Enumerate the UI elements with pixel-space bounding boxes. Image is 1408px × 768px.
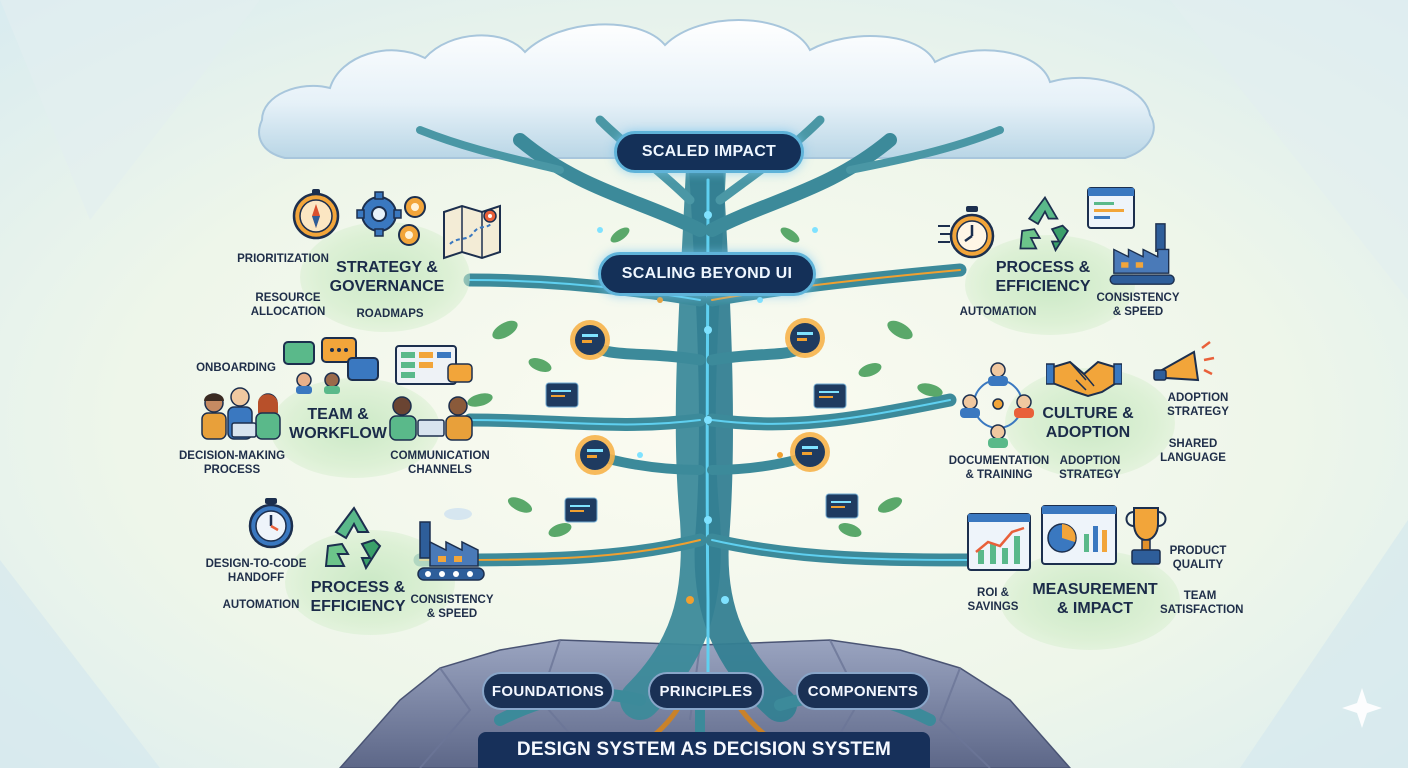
dashboard-icon <box>1041 505 1117 565</box>
label-roi-savings: ROI & SAVINGS <box>967 587 1019 613</box>
team-laptop-icon <box>201 387 281 440</box>
node-upper-left <box>570 320 610 360</box>
scaling-beyond-ui-pill: SCALING BEYOND UI <box>598 252 816 296</box>
chat-bubbles-icon <box>283 337 379 394</box>
footer-banner: DESIGN SYSTEM AS DECISION SYSTEM <box>478 732 930 768</box>
label-design-to-code: DESIGN-TO-CODE HANDOFF <box>205 558 307 584</box>
label-automation-right: AUTOMATION <box>959 306 1037 318</box>
label-adoption-strategy-2: ADOPTION STRATEGY <box>1059 455 1121 481</box>
label-team-satisfaction: TEAM SATISFACTION <box>1160 590 1244 616</box>
blob-process-right <box>965 235 1135 335</box>
blob-strategy <box>300 222 470 332</box>
code-window-icon <box>1087 187 1135 229</box>
label-product-quality: PRODUCT QUALITY <box>1169 545 1227 571</box>
label-onboarding: ONBOARDING <box>196 362 276 374</box>
label-documentation-training: DOCUMENTATION & TRAINING <box>948 455 1050 481</box>
root-principles: PRINCIPLES <box>648 672 764 710</box>
label-automation-left: AUTOMATION <box>222 599 300 611</box>
root-components: COMPONENTS <box>796 672 930 710</box>
label-communication-channels: COMMUNICATION CHANNELS <box>390 450 490 476</box>
glow-dots <box>597 211 818 604</box>
cloud <box>258 19 1155 159</box>
process-efficiency-left-title: PROCESS & EFFICIENCY <box>310 579 406 615</box>
process-efficiency-right-title: PROCESS & EFFICIENCY <box>995 259 1091 295</box>
leaves <box>467 227 943 537</box>
people-network-icon <box>960 362 1034 448</box>
code-window-left-1 <box>545 382 579 408</box>
factory-icon <box>1109 223 1175 285</box>
map-icon <box>443 204 501 260</box>
root-foundations: FOUNDATIONS <box>482 672 614 710</box>
factory-icon <box>417 508 485 581</box>
label-resource-allocation: RESOURCE ALLOCATION <box>250 292 326 318</box>
trophy-icon <box>1125 507 1167 565</box>
compass-icon <box>292 189 340 240</box>
label-consistency-right: CONSISTENCY & SPEED <box>1096 292 1180 318</box>
label-consistency-left: CONSISTENCY & SPEED <box>410 594 494 620</box>
label-roadmaps: ROADMAPS <box>356 308 424 320</box>
node-lower-left <box>575 435 615 475</box>
measurement-impact-title: MEASUREMENT & IMPACT <box>1032 581 1158 617</box>
code-window-left-2 <box>564 497 598 523</box>
kanban-board-icon <box>389 345 473 441</box>
code-window-right-1 <box>813 383 847 409</box>
node-lower-right <box>790 432 830 472</box>
code-windows <box>545 382 859 523</box>
culture-adoption-title: CULTURE & ADOPTION <box>1042 405 1134 441</box>
scaled-impact-pill: SCALED IMPACT <box>614 131 804 173</box>
recycle-icon <box>1019 195 1069 252</box>
gears-icon <box>356 191 426 246</box>
handshake-icon <box>1046 360 1122 398</box>
node-upper-right <box>785 318 825 358</box>
line-chart-icon <box>967 513 1031 571</box>
strategy-governance-title: STRATEGY & GOVERNANCE <box>329 259 445 295</box>
code-window-right-2 <box>825 493 859 519</box>
label-shared-language: SHARED LANGUAGE <box>1160 438 1226 464</box>
team-workflow-title: TEAM & WORKFLOW <box>289 406 387 442</box>
branch-nodes <box>570 318 830 475</box>
stopwatch-icon <box>248 498 294 549</box>
stopwatch-icon <box>938 206 995 259</box>
recycle-icon <box>324 506 382 570</box>
label-decision-making: DECISION-MAKING PROCESS <box>178 450 286 476</box>
megaphone-icon <box>1153 341 1215 382</box>
label-adoption-strategy-1: ADOPTION STRATEGY <box>1167 392 1229 418</box>
sparkle-icon <box>1342 688 1382 728</box>
label-prioritization: PRIORITIZATION <box>237 253 329 265</box>
